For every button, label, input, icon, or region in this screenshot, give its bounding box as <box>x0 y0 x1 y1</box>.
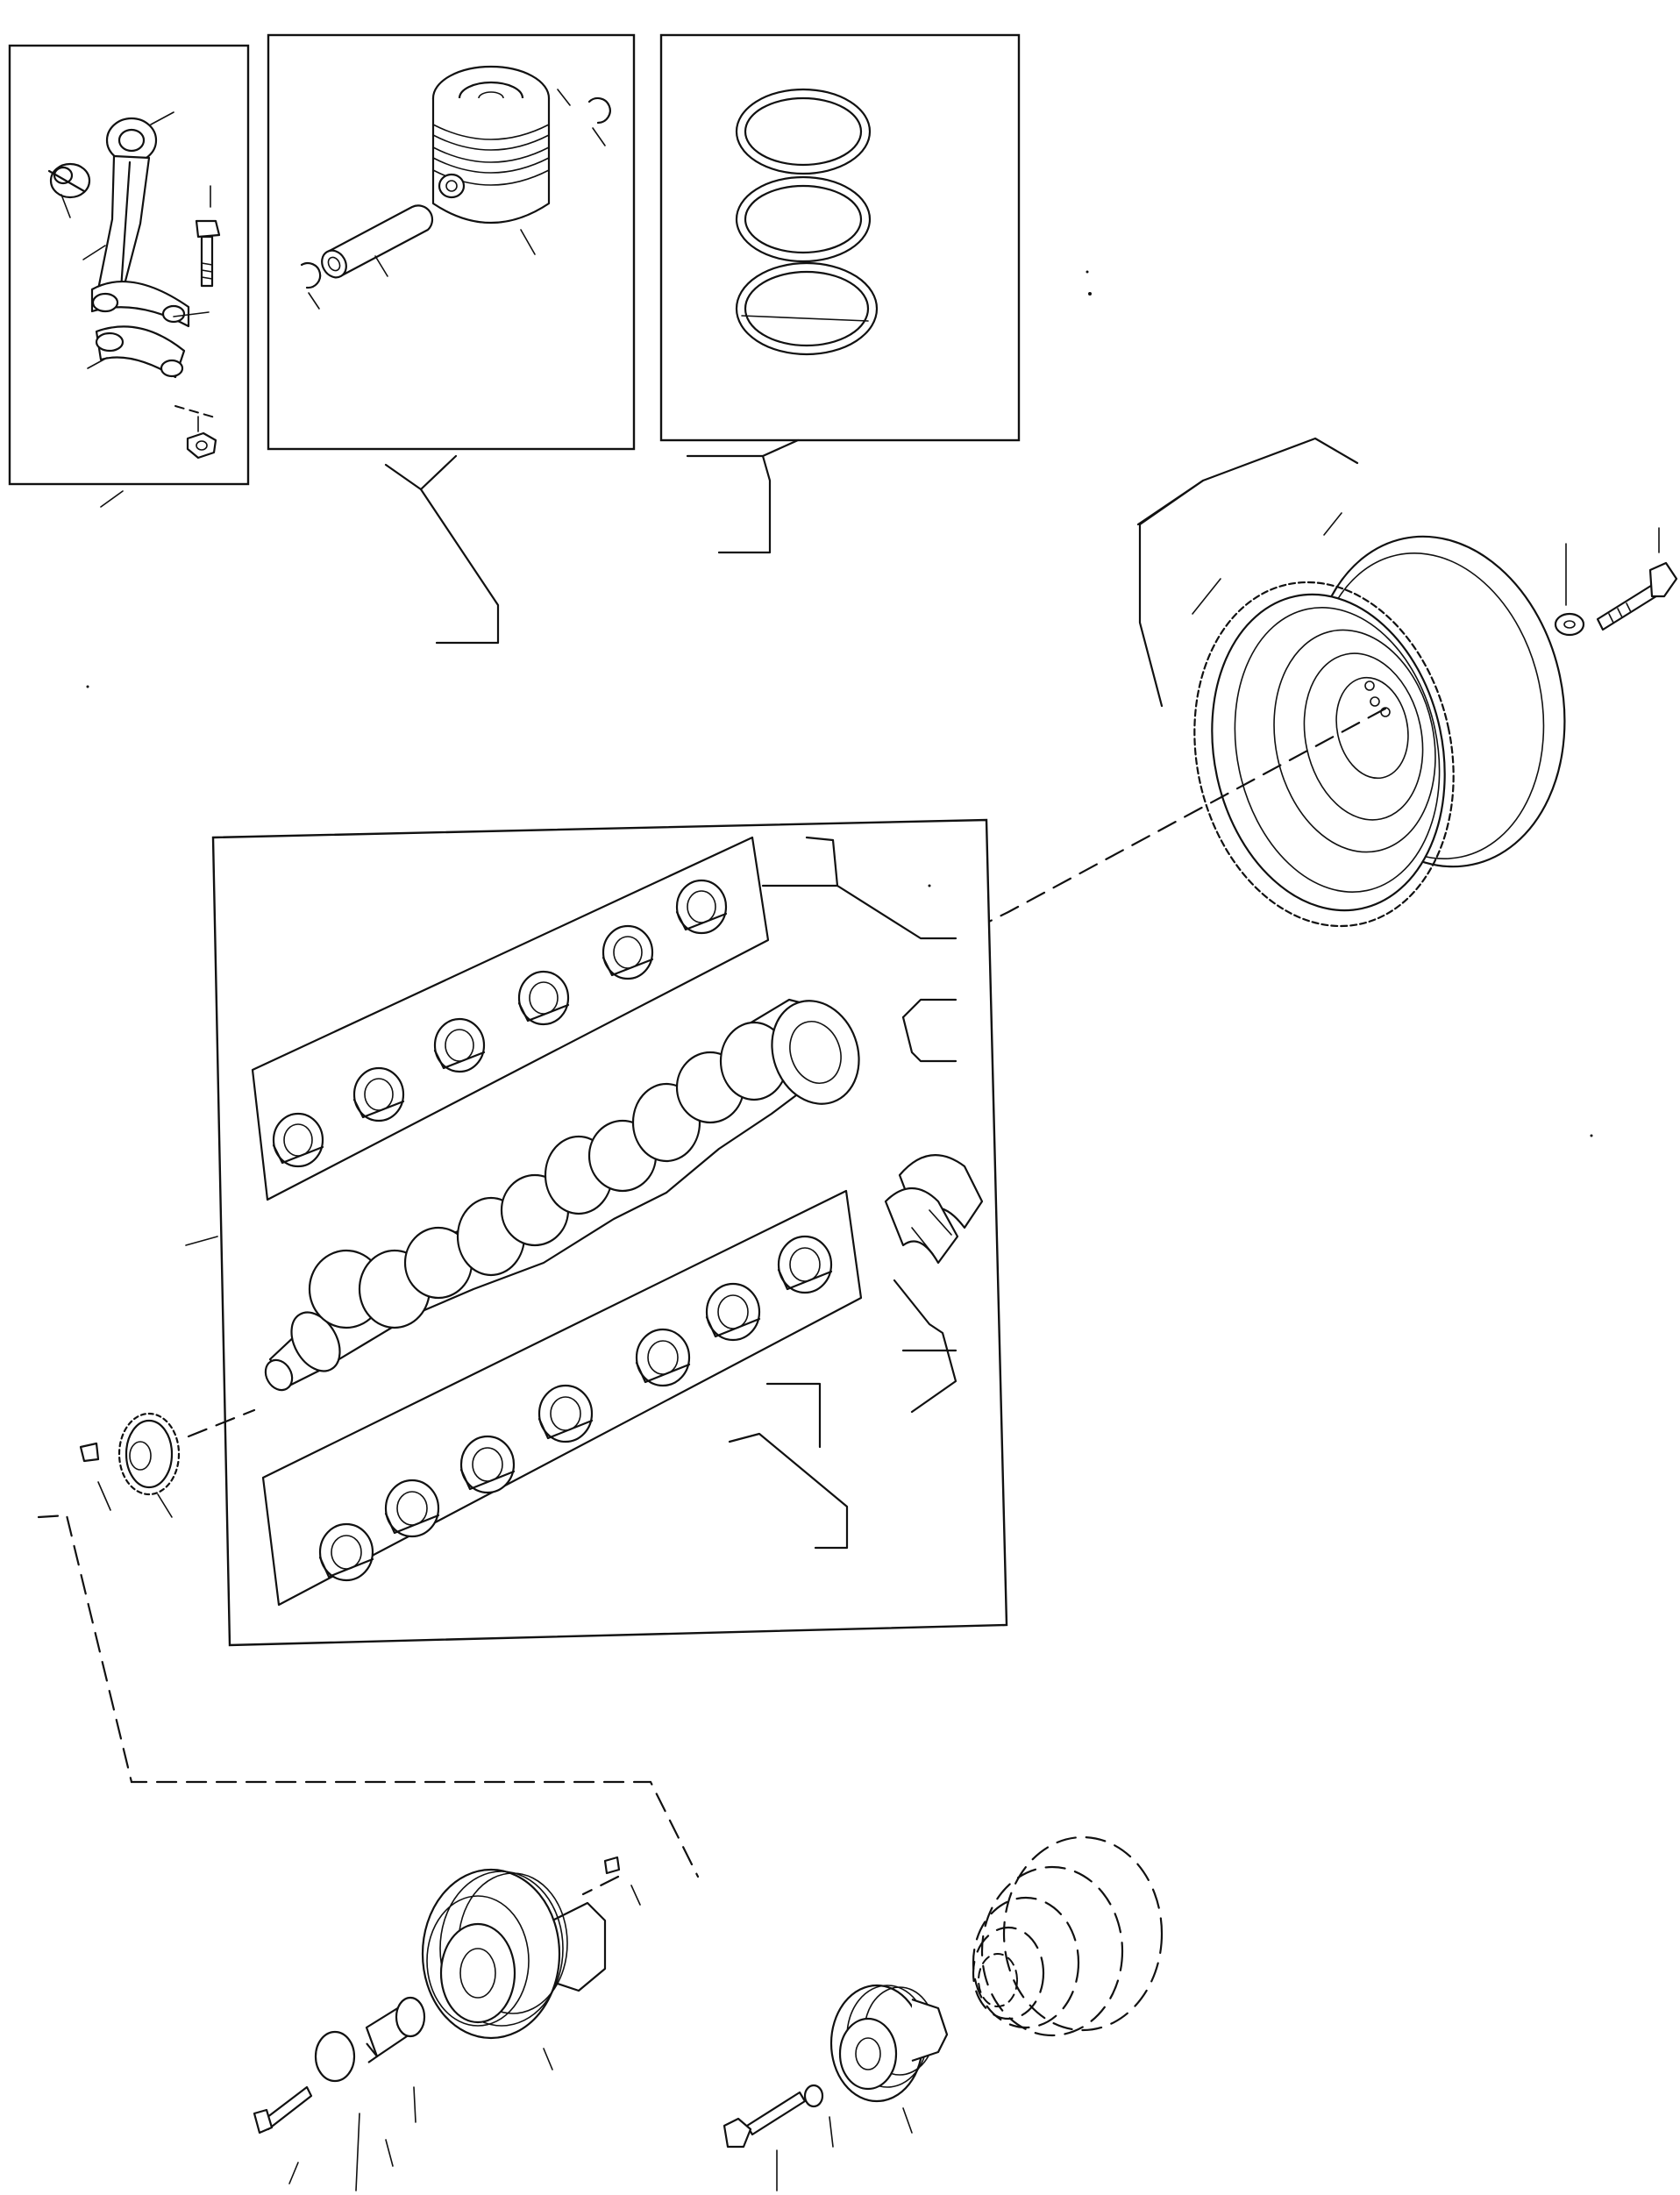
thrust-washer-icon <box>884 1154 984 1265</box>
upper-callout-brackets <box>384 438 800 645</box>
pulley-icon <box>723 1835 1164 2191</box>
piston-ring-icon <box>659 33 1021 442</box>
gear-icon <box>79 1408 256 1518</box>
flywheel-icon <box>1136 437 1678 928</box>
connecting-rod-icon <box>8 44 250 508</box>
scan-specks <box>86 270 1593 1137</box>
pulley-icon <box>253 1856 641 2191</box>
crankshaft-icon <box>185 818 1008 1647</box>
piston-icon <box>267 33 636 451</box>
